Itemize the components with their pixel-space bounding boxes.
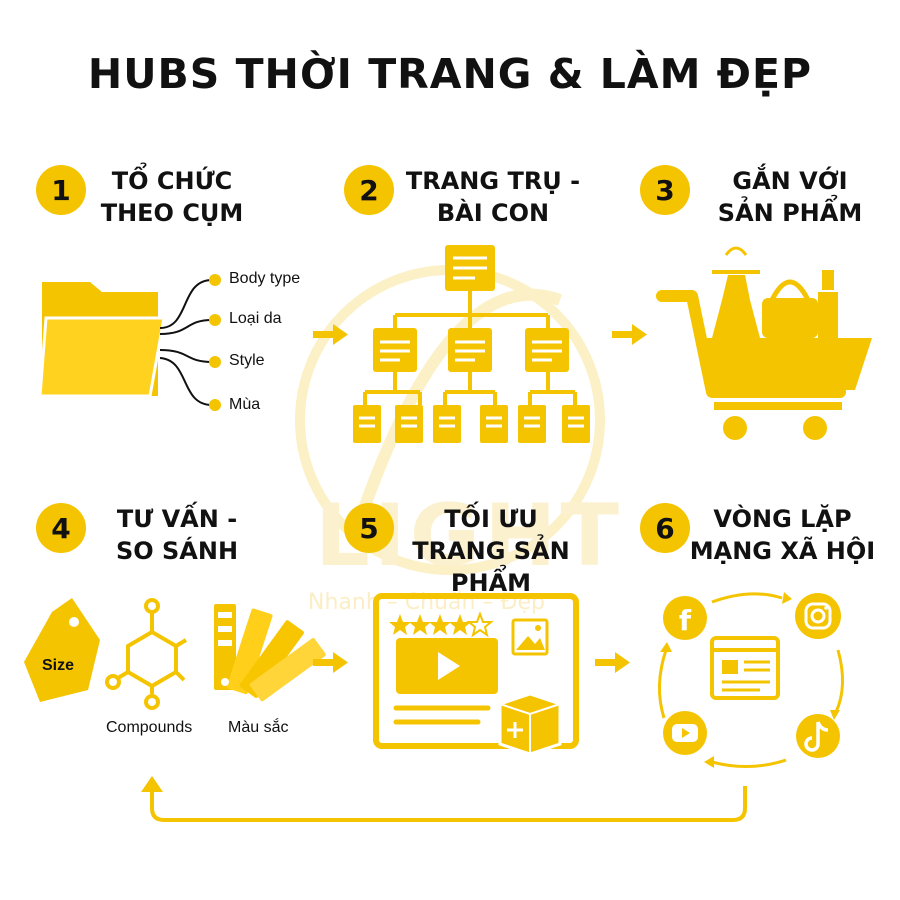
image-icon [511, 618, 549, 656]
svg-text:f: f [679, 604, 692, 637]
cluster-item-style: Style [229, 352, 265, 369]
cluster-lines [159, 279, 213, 406]
dress-icon [712, 246, 760, 338]
cluster-item-skin-type: Loại da [229, 310, 282, 327]
tiktok-icon [796, 714, 840, 758]
lipstick-icon [818, 270, 838, 338]
size-tag-label: Size [42, 657, 75, 674]
page-title: HUBS THỜI TRANG & LÀM ĐẸP [87, 50, 813, 98]
arrow-1-2 [313, 324, 348, 345]
facebook-icon: f [663, 596, 707, 640]
add-to-box-icon [498, 692, 562, 756]
handbag-icon [762, 279, 818, 338]
hierarchy-icon [353, 245, 590, 443]
step-2-badge: 2 [344, 165, 394, 215]
product-page-icon [373, 593, 579, 756]
step-6-badge: 6 [640, 503, 690, 553]
step-4-badge: 4 [36, 503, 86, 553]
step-4-title: TƯ VẤN -SO SÁNH [115, 505, 239, 565]
colors-label: Màu sắc [228, 719, 289, 736]
arrow-2-3 [612, 324, 647, 345]
loop-arrowheads [660, 592, 840, 768]
instagram-icon [795, 593, 841, 639]
arrow-5-6 [595, 652, 630, 673]
arrow-4-5 [313, 652, 348, 673]
step-1-badge: 1 [36, 165, 86, 215]
step-5-badge: 5 [344, 503, 394, 553]
rating-stars [389, 614, 471, 635]
color-swatch-icon [214, 604, 326, 702]
cluster-item-body-type: Body type [229, 270, 301, 287]
molecule-icon [105, 598, 188, 710]
youtube-icon [663, 711, 707, 755]
empty-star-icon [466, 611, 494, 638]
cluster-item-season: Mùa [229, 396, 261, 413]
compounds-label: Compounds [106, 719, 193, 736]
step-3-badge: 3 [640, 165, 690, 215]
shopping-cart-icon [656, 290, 872, 440]
folder-icon [38, 282, 166, 398]
size-tag-icon [24, 598, 100, 702]
feedback-loop-arrow [141, 776, 747, 822]
browser-window-icon [710, 636, 780, 700]
cluster-dots [209, 274, 221, 411]
step-2-title: TRANG TRỤ -BÀI CON [405, 167, 581, 227]
loop-arrows [657, 592, 845, 769]
